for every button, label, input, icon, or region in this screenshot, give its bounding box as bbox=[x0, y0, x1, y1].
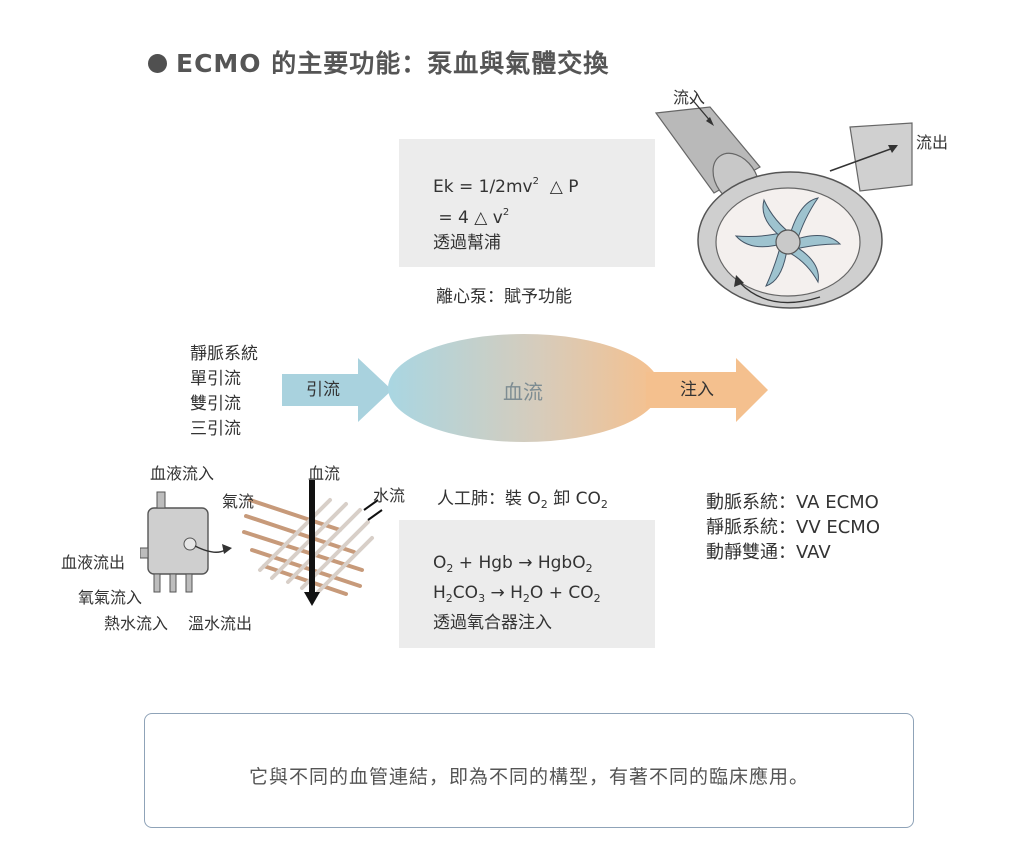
gas-l2-d: 3 bbox=[478, 592, 486, 605]
venous-system-label: 靜脈系統 bbox=[190, 344, 258, 364]
lung-caption: 人工肺：裝 O2 卸 CO2 bbox=[437, 487, 608, 517]
pump-outlet-arrowhead bbox=[888, 145, 898, 153]
centrifugal-pump-illustration bbox=[654, 96, 913, 309]
warm-water-out-label: 溫水流出 bbox=[188, 614, 253, 633]
config-vv: 靜脈系統：VV ECMO bbox=[706, 517, 880, 538]
oxygenator-bottom-port-3 bbox=[185, 573, 193, 593]
blood-flow-arrowhead bbox=[304, 592, 320, 606]
gas-line-1: O2 + Hgb → HgbO2 bbox=[433, 551, 601, 581]
gas-l2-g: O + CO bbox=[529, 583, 594, 603]
gas-l2-a: H bbox=[433, 583, 446, 603]
oxygenator-bottom-port-2 bbox=[169, 573, 177, 593]
lung-caption-text: 人工肺：裝 O bbox=[437, 489, 541, 509]
pump-rotation-arrow bbox=[739, 282, 821, 304]
blood-flow-label: 血流 bbox=[503, 380, 543, 404]
formula-line-1: Ek = 1/2mv2 △ P bbox=[433, 169, 579, 200]
infuse-label: 注入 bbox=[680, 380, 714, 400]
gas-l2-c: CO bbox=[452, 583, 479, 603]
gas-exchange-box bbox=[399, 520, 655, 648]
triple-drainage-label: 三引流 bbox=[190, 419, 241, 439]
oxygenator-illustration bbox=[140, 480, 383, 606]
oxygenator-blood-flow-label: 血流 bbox=[308, 464, 341, 483]
drain-label: 引流 bbox=[306, 380, 340, 400]
title-text: ECMO 的主要功能：泵血與氣體交換 bbox=[176, 49, 610, 78]
formula-ek: Ek = 1/2mv bbox=[433, 177, 533, 197]
infuse-arrow bbox=[646, 358, 768, 422]
blood-flow-ellipse bbox=[388, 334, 660, 442]
oxygenator-outflow-arrowhead bbox=[222, 544, 232, 554]
formula-line-3: 透過幫浦 bbox=[433, 233, 501, 253]
oxygenator-outflow-arrow bbox=[194, 545, 226, 553]
footer-text: 它與不同的血管連結，即為不同的構型，有著不同的臨床應用。 bbox=[248, 766, 809, 788]
gas-l1-b: 2 bbox=[446, 562, 454, 575]
lung-caption-sub2: 2 bbox=[600, 498, 608, 511]
lung-caption-sub1: 2 bbox=[540, 498, 548, 511]
pump-outlet-tube bbox=[849, 122, 913, 192]
pump-formula-box bbox=[399, 139, 655, 267]
oxygenator-left-port bbox=[140, 547, 149, 559]
hot-water-in-label: 熱水流入 bbox=[104, 614, 169, 633]
pump-caption: 離心泵：賦予功能 bbox=[436, 287, 572, 307]
gas-l1-d: 2 bbox=[585, 562, 593, 575]
oxygen-in-label: 氧氣流入 bbox=[78, 588, 143, 607]
fiber-mesh bbox=[242, 498, 374, 596]
pump-rotation-arrowhead bbox=[734, 275, 744, 287]
gas-l1-c: + Hgb → HgbO bbox=[453, 553, 586, 573]
formula-ek-sup: 2 bbox=[532, 176, 539, 187]
water-flow-arrow-1 bbox=[363, 499, 379, 511]
drain-arrow bbox=[282, 358, 392, 422]
formula-dp: = 4 △ v bbox=[433, 208, 503, 228]
gas-l2-e: → H bbox=[485, 583, 523, 603]
venous-drainage-list: 靜脈系統 單引流 雙引流 三引流 bbox=[190, 342, 258, 442]
pump-formula-text: Ek = 1/2mv2 △ P = 4 △ v2 透過幫浦 bbox=[433, 169, 579, 256]
gas-l2-h: 2 bbox=[593, 592, 601, 605]
water-flow-arrow-2 bbox=[367, 509, 383, 521]
lung-caption-mid: 卸 CO bbox=[547, 489, 601, 509]
pump-inflow-arrowhead bbox=[706, 117, 714, 126]
gas-l2-f: 2 bbox=[522, 592, 530, 605]
pump-inflow-label: 流入 bbox=[673, 88, 706, 107]
blood-out-label: 血液流出 bbox=[61, 553, 126, 572]
gas-line-3: 透過氧合器注入 bbox=[433, 613, 552, 633]
config-vav: 動靜雙通：VAV bbox=[706, 542, 831, 563]
pump-hub bbox=[775, 229, 801, 255]
water-flow-label: 水流 bbox=[373, 486, 406, 505]
ecmo-config-list: 動脈系統：VA ECMO 靜脈系統：VV ECMO 動靜雙通：VAV bbox=[706, 490, 880, 565]
gas-line-2: H2CO3 → H2O + CO2 bbox=[433, 581, 601, 611]
double-drainage-label: 雙引流 bbox=[190, 394, 241, 414]
formula-line-2: = 4 △ v2 bbox=[433, 200, 579, 231]
footer-box: 它與不同的血管連結，即為不同的構型，有著不同的臨床應用。 bbox=[144, 713, 914, 828]
pump-outflow-label: 流出 bbox=[916, 133, 949, 152]
oxygenator-outlet-knob bbox=[183, 537, 197, 551]
gas-l2-b: 2 bbox=[445, 592, 453, 605]
blood-in-label: 血液流入 bbox=[150, 464, 215, 483]
bullet-icon bbox=[148, 54, 167, 73]
gas-exchange-text: O2 + Hgb → HgbO2 H2CO3 → H2O + CO2 透過氧合器… bbox=[433, 551, 601, 636]
gas-l1-a: O bbox=[433, 553, 447, 573]
single-drainage-label: 單引流 bbox=[190, 369, 241, 389]
pump-outlet-flow-arrow bbox=[829, 146, 897, 172]
formula-dp-sup: 2 bbox=[502, 207, 510, 218]
config-va: 動脈系統：VA ECMO bbox=[706, 492, 879, 513]
pump-inflow-pointer bbox=[689, 96, 713, 124]
oxygenator-bottom-port-1 bbox=[153, 573, 161, 593]
blood-flow-diagram bbox=[282, 334, 768, 442]
oxygenator-top-port bbox=[156, 491, 166, 509]
gas-flow-label: 氣流 bbox=[222, 492, 255, 511]
page-title: ECMO 的主要功能：泵血與氣體交換 bbox=[148, 44, 609, 80]
formula-ek-tail: △ P bbox=[539, 177, 579, 197]
oxygenator-device bbox=[147, 507, 209, 575]
